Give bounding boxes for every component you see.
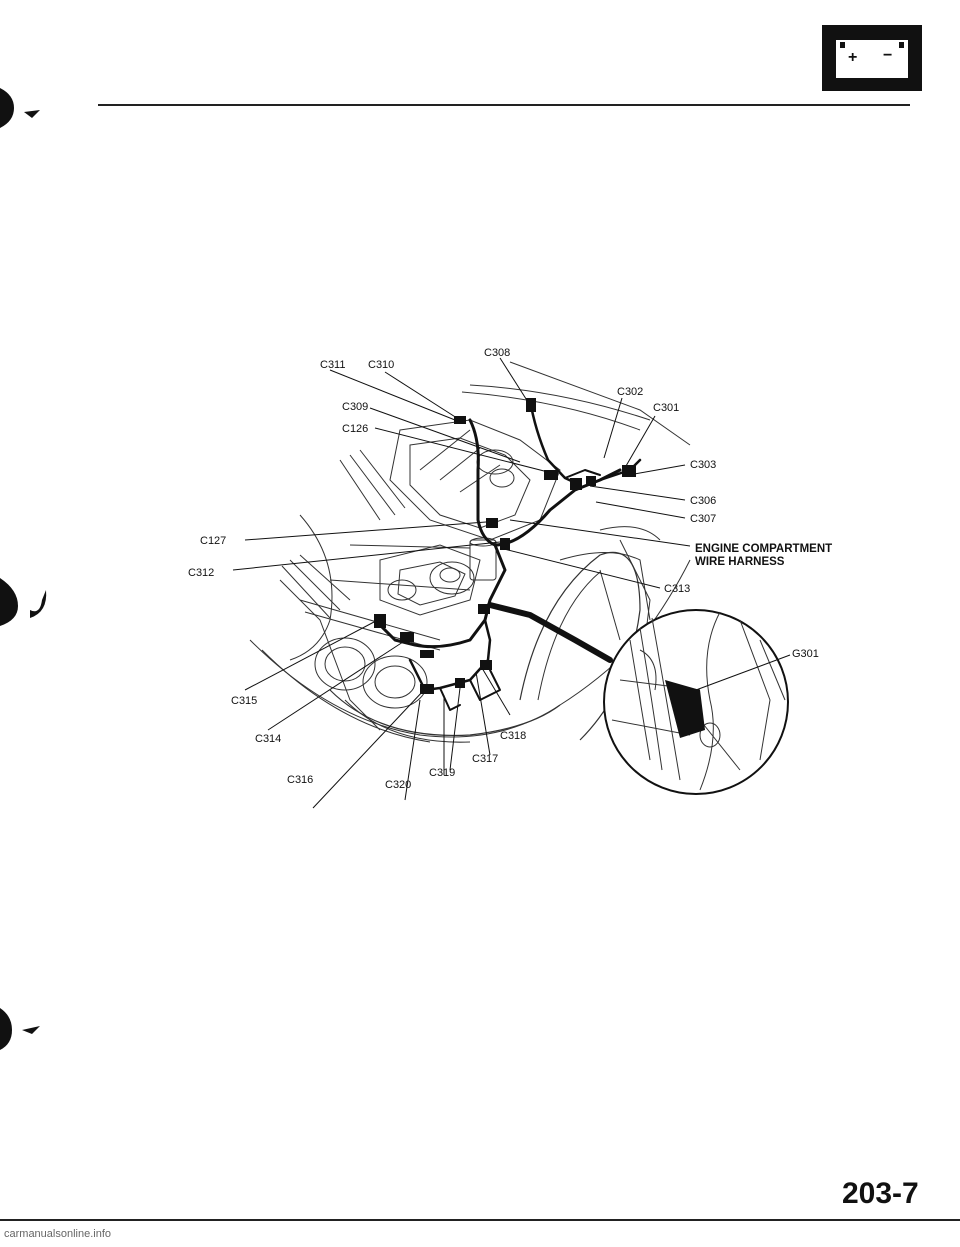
label-c301: C301 bbox=[653, 402, 679, 414]
label-c310: C310 bbox=[368, 359, 394, 371]
battery-minus: − bbox=[883, 47, 892, 64]
label-c317: C317 bbox=[472, 753, 498, 765]
label-c314: C314 bbox=[255, 733, 281, 745]
binder-mark-top bbox=[0, 88, 40, 128]
label-c319: C319 bbox=[429, 767, 455, 779]
harness-label-line1: ENGINE COMPARTMENT bbox=[695, 543, 832, 555]
binder-mark-bottom bbox=[0, 1008, 40, 1050]
ground-detail-inset bbox=[603, 609, 789, 795]
label-c318: C318 bbox=[500, 730, 526, 742]
label-c303: C303 bbox=[690, 459, 716, 471]
leader-lines bbox=[232, 357, 791, 809]
footer-watermark: carmanualsonline.info bbox=[4, 1228, 112, 1240]
battery-plus: + bbox=[848, 49, 857, 66]
label-c308: C308 bbox=[484, 347, 510, 359]
page-number: 203-7 bbox=[842, 1177, 919, 1210]
label-c316: C316 bbox=[287, 774, 313, 786]
label-c306: C306 bbox=[690, 495, 716, 507]
battery-icon: + − bbox=[822, 25, 922, 91]
binder-mark-middle bbox=[0, 578, 47, 626]
connector-labels: C311 C310 C308 C302 C301 C309 C126 C303 … bbox=[188, 347, 832, 791]
label-c309: C309 bbox=[342, 401, 368, 413]
label-c126: C126 bbox=[342, 423, 368, 435]
label-c302: C302 bbox=[617, 386, 643, 398]
label-c311: C311 bbox=[320, 359, 345, 371]
label-c307: C307 bbox=[690, 513, 716, 525]
label-c312: C312 bbox=[188, 567, 214, 579]
harness-label-line2: WIRE HARNESS bbox=[695, 556, 785, 568]
wire-harness bbox=[374, 398, 642, 711]
label-c127: C127 bbox=[200, 535, 226, 547]
label-c313: C313 bbox=[664, 583, 690, 595]
label-c315: C315 bbox=[231, 695, 257, 707]
label-g301: G301 bbox=[792, 648, 819, 660]
label-c320: C320 bbox=[385, 779, 411, 791]
